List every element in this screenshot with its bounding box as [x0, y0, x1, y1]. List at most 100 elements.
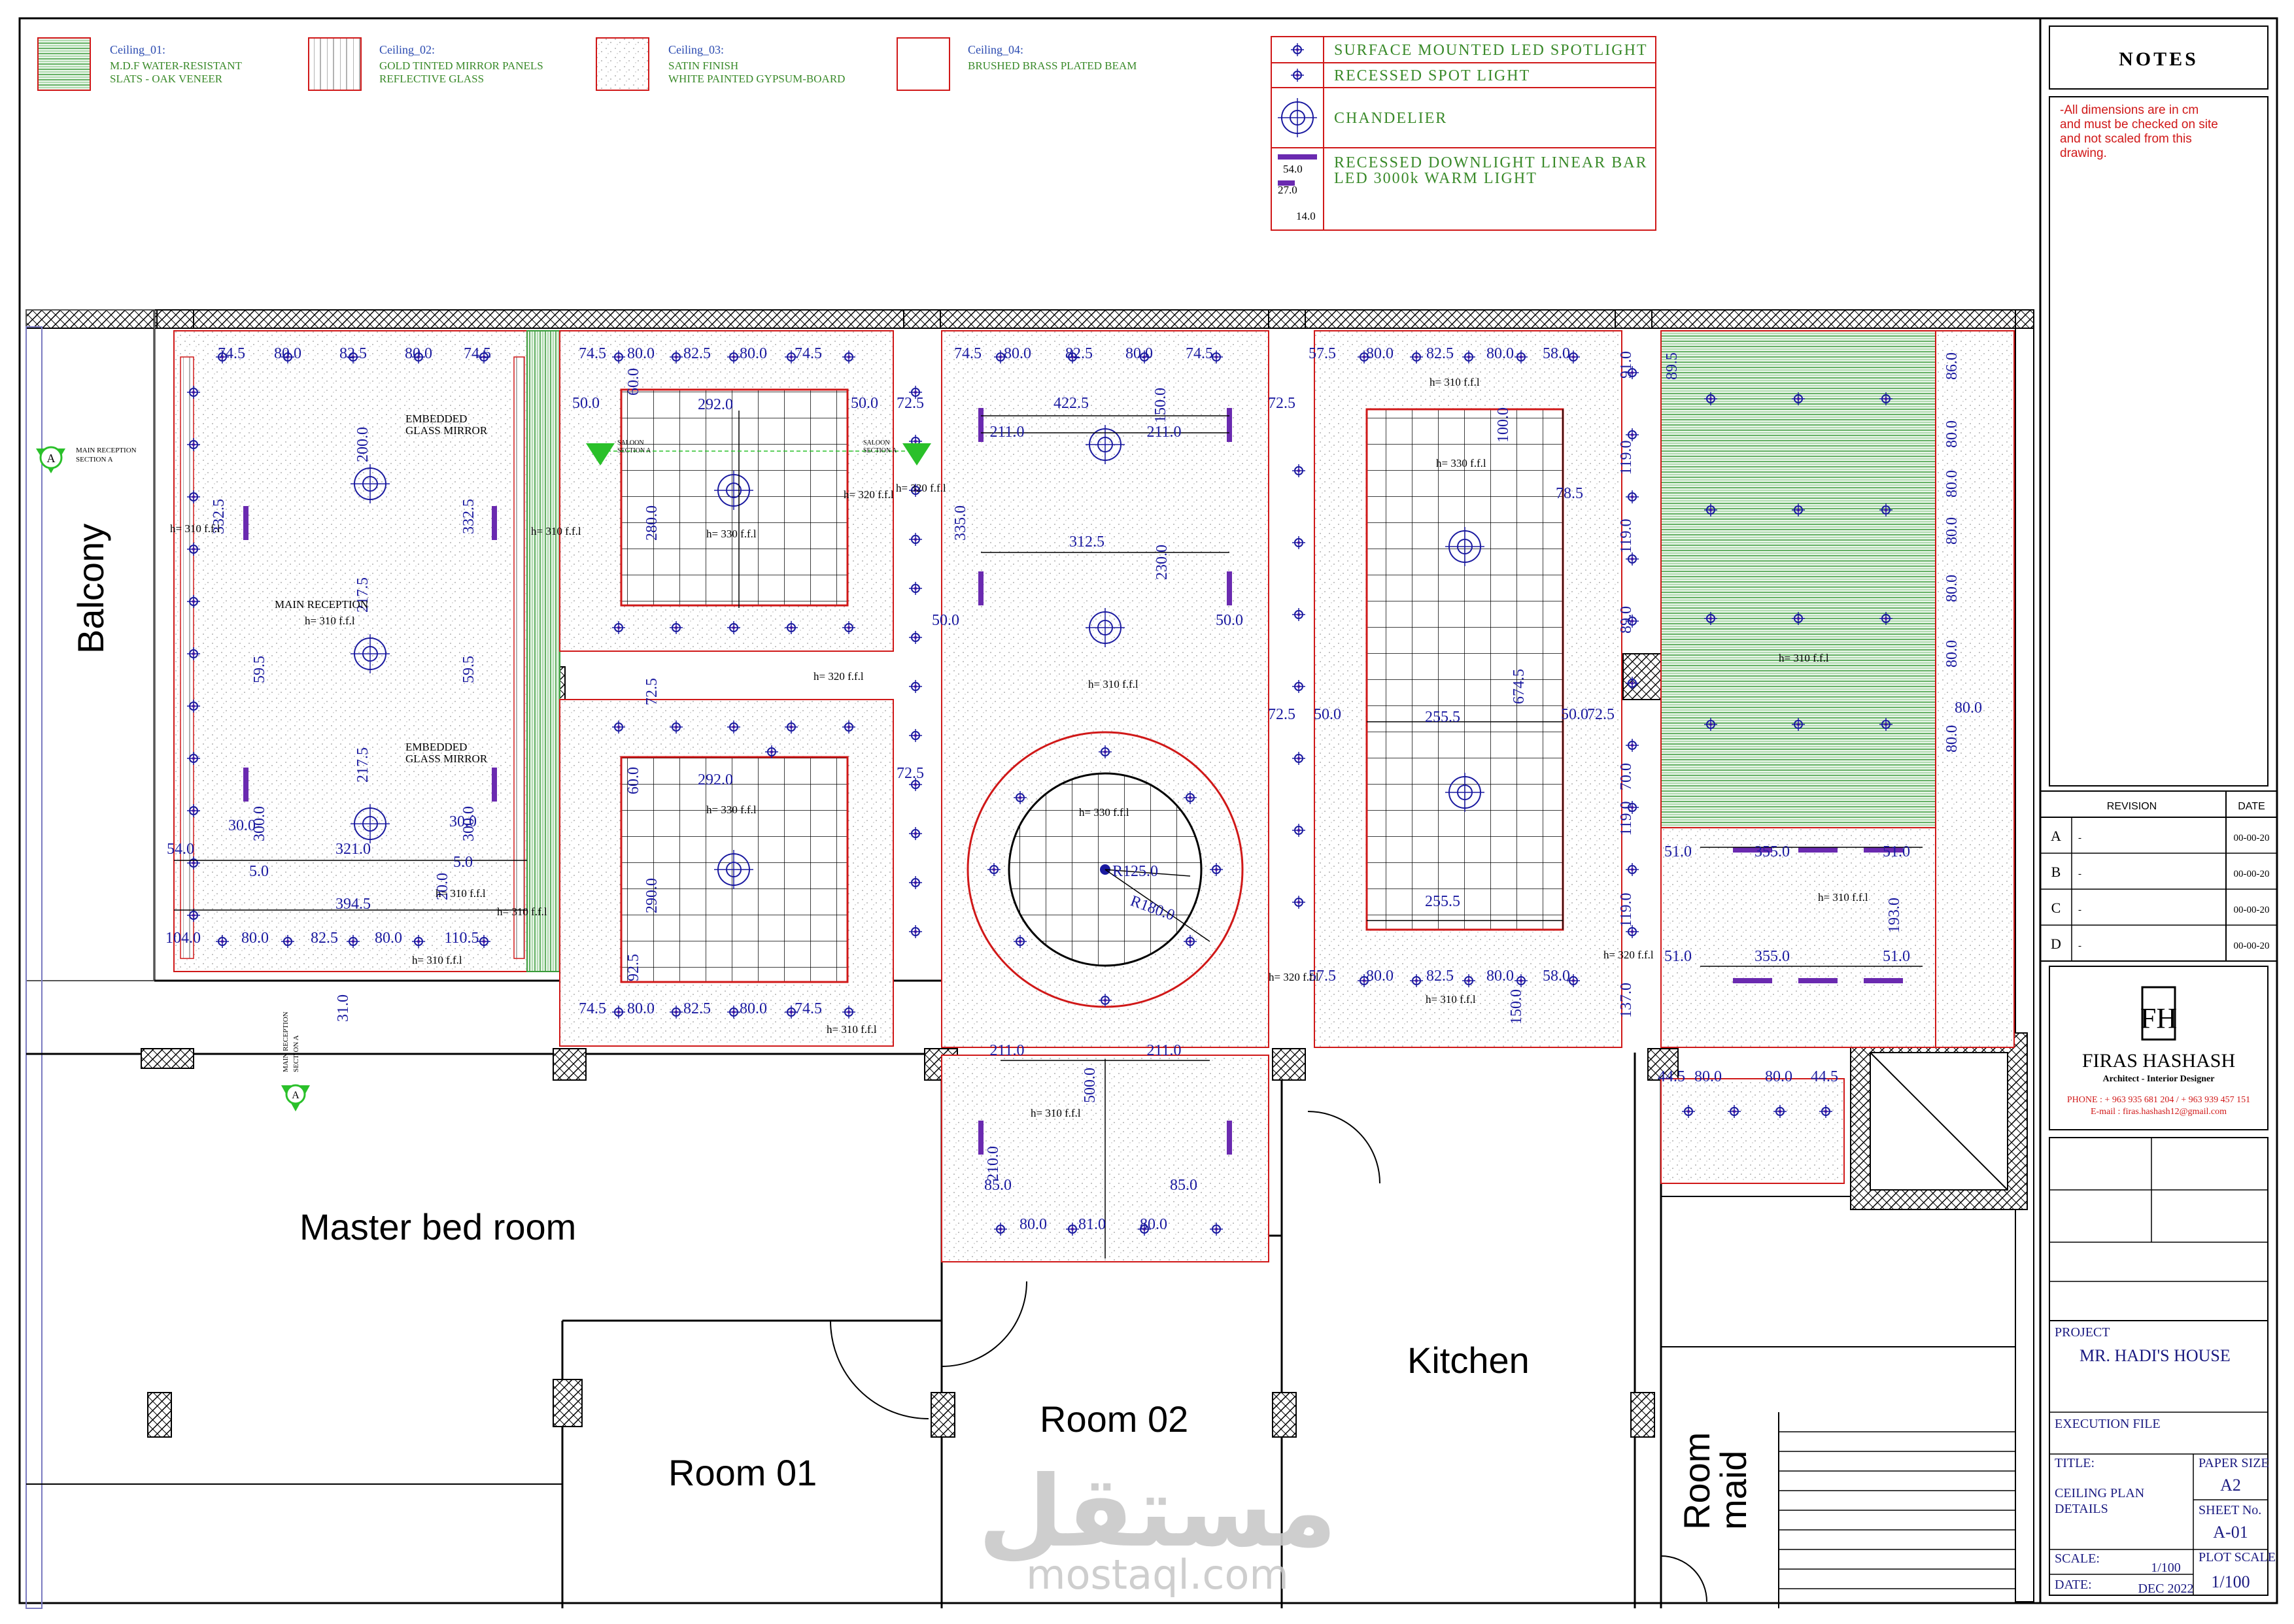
dimension-label: 80.0 [1943, 517, 1960, 545]
dimension-label: 72.5 [643, 678, 660, 705]
dimension-label: 58.0 [1543, 968, 1570, 985]
revision-header: REVISION [2107, 801, 2157, 812]
dimension-label: 74.5 [218, 345, 245, 362]
legend-recessed-spot: RECESSED SPOT LIGHT [1334, 67, 1530, 84]
plot-scale-label: PLOT SCALE [2199, 1550, 2276, 1565]
dimension-label: 80.0 [627, 345, 655, 362]
scale-value: 1/100 [2151, 1561, 2181, 1575]
room-01: Room 01 [668, 1452, 817, 1493]
section-marker-bottom: A MAIN RECEPTION SECTION A [281, 1011, 310, 1111]
svg-text:A: A [47, 452, 56, 465]
height-label: h= 320 f.f.l [896, 482, 946, 494]
dimension-label: 211.0 [989, 424, 1024, 441]
legend-linear-bar: RECESSED DOWNLIGHT LINEAR BAR [1334, 154, 1648, 171]
dimension-label: 137.0 [1618, 983, 1635, 1018]
dimension-label: 80.0 [1004, 345, 1031, 362]
dimension-label: 50.0 [572, 395, 600, 412]
sheet-no-label: SHEET No. [2199, 1503, 2261, 1517]
spot-light-icon [1292, 679, 1306, 694]
dimension-label: 394.5 [335, 896, 371, 913]
height-label: h= 320 f.f.l [1603, 949, 1654, 961]
dimension-label: 59.5 [460, 656, 477, 683]
ceiling-01-code: Ceiling_01: [110, 43, 165, 56]
project-label: PROJECT [2055, 1325, 2110, 1340]
dimension-label: 5.0 [453, 854, 473, 871]
height-label: h= 310 f.f.l [412, 954, 462, 966]
dimension-label: 104.0 [165, 930, 201, 947]
height-label: h= 320 f.f.l [813, 670, 864, 683]
spot-light-icon [908, 532, 923, 547]
dimension-label: 82.5 [683, 345, 711, 362]
ceiling-01-line2: SLATS - OAK VENEER [110, 73, 223, 85]
spot-light-icon [1625, 428, 1639, 442]
company-name: FIRAS HASHASH [2082, 1050, 2235, 1072]
company-phone: PHONE : + 963 935 681 204 / + 963 939 45… [2067, 1095, 2250, 1105]
mirror-label-line1: EMBEDDED [405, 741, 467, 753]
dimension-label: 500.0 [1082, 1068, 1099, 1103]
dimension-label: 82.5 [1065, 345, 1093, 362]
dimension-label: 80.0 [1125, 345, 1153, 362]
ceiling-01-swatch [37, 37, 91, 91]
dimension-label: 312.5 [1069, 533, 1104, 550]
dimension-label: 80.0 [1486, 968, 1514, 985]
dimension-label: 57.5 [1309, 968, 1336, 985]
dimension-label: 81.0 [1078, 1216, 1106, 1233]
spot-light-icon [1292, 823, 1306, 837]
dimension-label: 355.0 [1755, 843, 1790, 860]
dimension-label: 82.5 [683, 1000, 711, 1017]
dimension-label: 82.5 [1426, 345, 1454, 362]
section-marker-main: A MAIN RECEPTION SECTION A [36, 446, 137, 473]
dimension-label: 100.0 [1495, 407, 1512, 443]
dimension-label: 72.5 [1587, 706, 1615, 723]
dimension-label: 80.0 [1955, 700, 1982, 717]
dimension-label: 332.5 [211, 499, 228, 534]
dimension-label: 80.0 [1486, 345, 1514, 362]
section-marker-saloon: SALOON SECTION A SALOON SECTION A [586, 439, 931, 465]
dimension-label: 80.0 [1366, 968, 1394, 985]
paper-size-value: A2 [2220, 1476, 2241, 1495]
spot-light-icon [908, 679, 923, 694]
date-value: DEC 2022 [2138, 1582, 2194, 1596]
dimension-label: 54.0 [167, 841, 194, 858]
ceiling-02-swatch [308, 37, 362, 91]
revision-letter: D [2051, 936, 2061, 952]
dimension-label: 50.0 [1561, 706, 1588, 723]
dimension-label: 80.0 [1019, 1216, 1047, 1233]
date-label: DATE: [2055, 1578, 2092, 1592]
dimension-label: 85.0 [1170, 1177, 1197, 1194]
mirror-label-line2: GLASS MIRROR [405, 424, 488, 437]
dimension-label: 31.0 [335, 994, 352, 1022]
height-label: h= 330 f.f.l [1436, 457, 1486, 469]
dimension-label: 80.0 [1943, 575, 1960, 602]
ceiling-03-swatch [596, 37, 649, 91]
dimension-label: 44.5 [1811, 1068, 1838, 1085]
dimension-label: 60.0 [625, 368, 642, 396]
room-master-bed: Master bed room [300, 1206, 576, 1247]
plot-scale-value: 1/100 [2211, 1572, 2250, 1591]
svg-text:SALOON: SALOON [863, 439, 890, 447]
dimension-label: R125.0 [1112, 863, 1158, 880]
dimension-label: 211.0 [1146, 1042, 1181, 1059]
dimension-label: 74.5 [954, 345, 982, 362]
dimension-label: 300.0 [251, 806, 268, 841]
dimension-label: 230.0 [1154, 545, 1171, 580]
dimension-label: 300.0 [460, 806, 477, 841]
height-label: h= 310 f.f.l [1429, 376, 1480, 388]
spot-light-icon [908, 924, 923, 939]
dimension-label: 119.0 [1618, 801, 1635, 836]
spot-light-icon [1625, 490, 1639, 504]
dimension-label: 80.0 [1765, 1068, 1792, 1085]
dimension-label: 80.0 [375, 930, 402, 947]
height-label: h= 310 f.f.l [1818, 891, 1868, 904]
watermark-arabic: مستقل [978, 1455, 1337, 1569]
dimension-label: 332.5 [460, 499, 477, 534]
linear-bar-icon [1278, 154, 1317, 160]
mirror-label-line1: EMBEDDED [405, 413, 467, 425]
dimension-label: 44.5 [1658, 1068, 1685, 1085]
dimension-label: 80.0 [1943, 420, 1960, 448]
dimension-label: 80.0 [1943, 725, 1960, 753]
ceiling-02-code: Ceiling_02: [379, 43, 435, 56]
dimension-label: 59.5 [251, 656, 268, 683]
